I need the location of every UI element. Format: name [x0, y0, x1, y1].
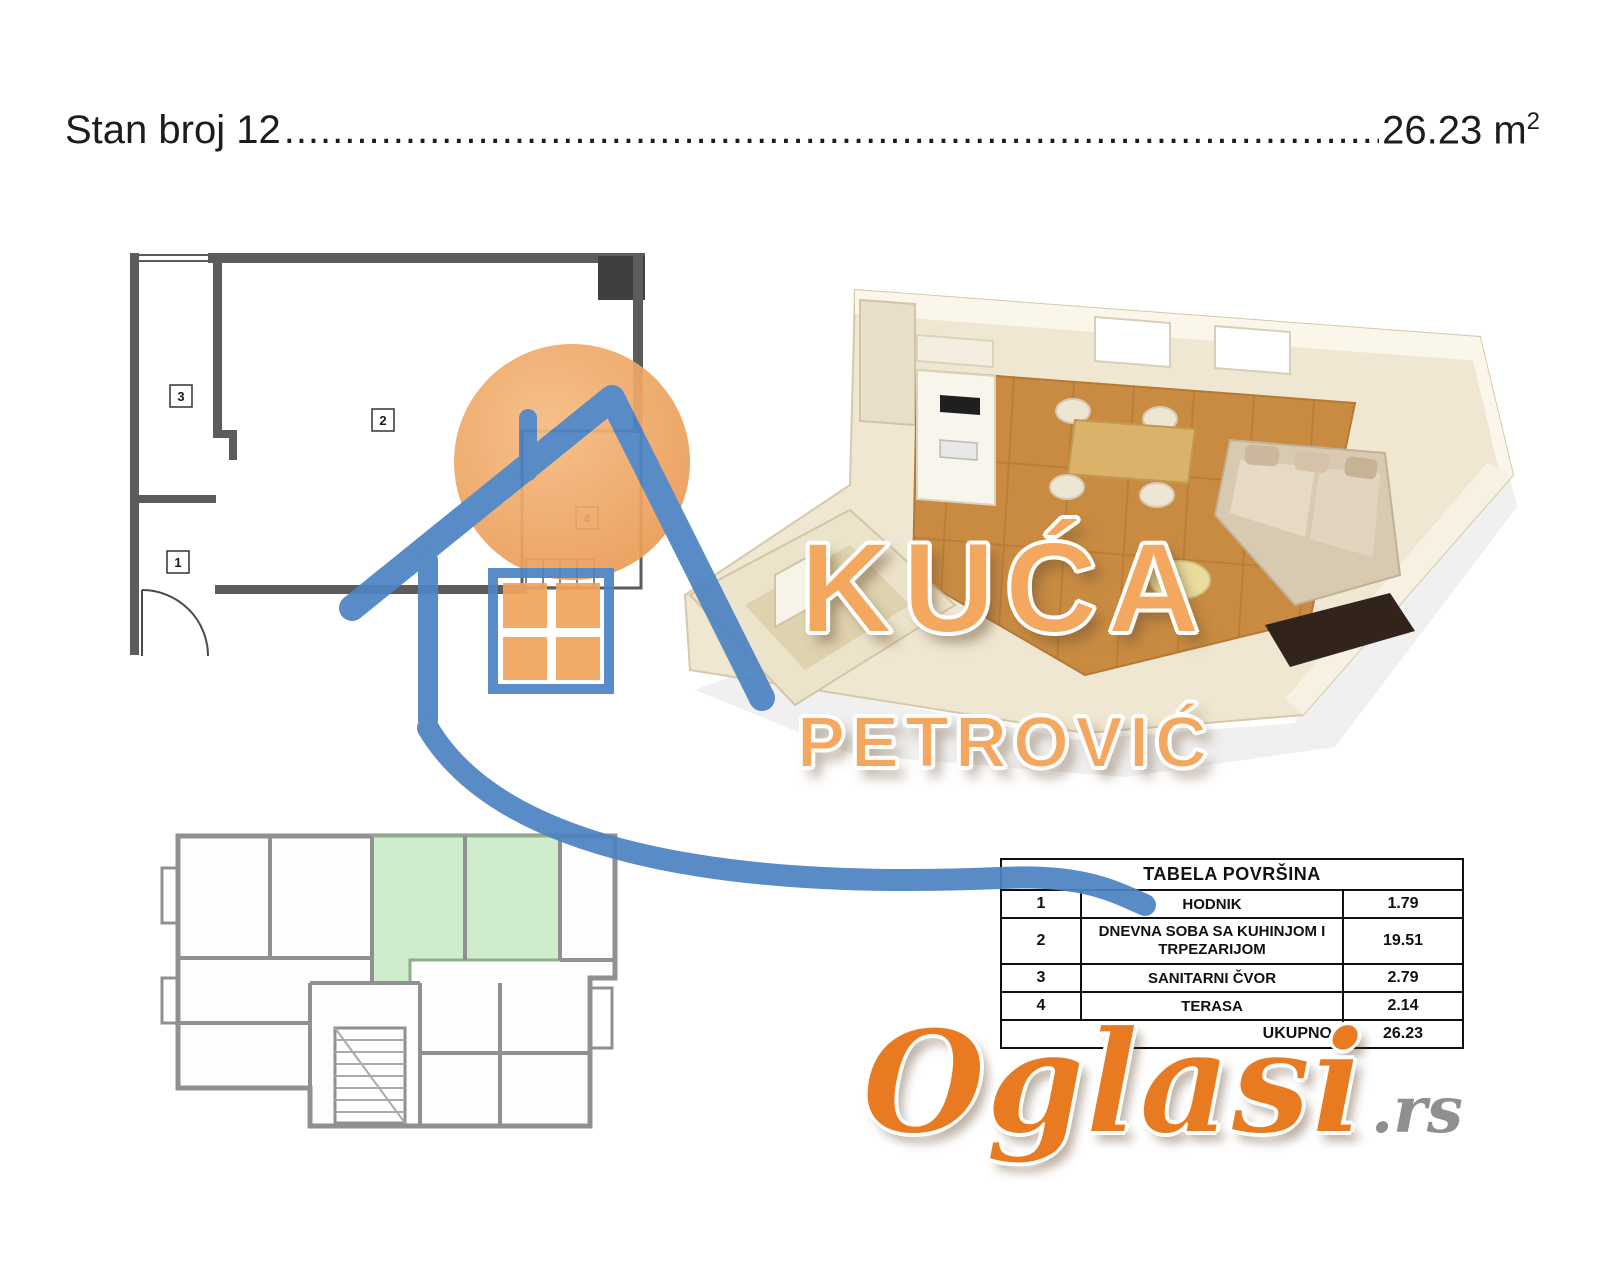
room-2-number: 2: [379, 413, 386, 428]
title-row: Stan broj 12 ...........................…: [65, 108, 1540, 153]
sofa: [1213, 438, 1402, 607]
cooktop: [940, 395, 980, 415]
areas-table-title: TABELA POVRŠINA: [999, 858, 1465, 891]
room-label-sanitarni: 3: [169, 384, 193, 408]
chair: [1049, 474, 1085, 500]
sink: [939, 439, 978, 461]
dining-set: [1049, 398, 1197, 508]
row-num: 3: [1000, 963, 1082, 993]
balconies: [160, 866, 614, 1050]
right-wall-top: [1470, 337, 1513, 480]
row-area: 1.79: [1341, 889, 1465, 919]
table-header-row: TABELA POVRŠINA: [999, 858, 1465, 891]
back-windows: [1094, 315, 1291, 376]
entrance-door: [141, 589, 209, 657]
chair: [1055, 398, 1091, 424]
kitchen: [916, 333, 996, 507]
row-name: TERASA: [1080, 991, 1344, 1021]
room-3-number: 3: [177, 389, 184, 404]
pillow: [1294, 450, 1330, 473]
plan-walls: [130, 253, 645, 655]
row-num: 4: [1000, 991, 1082, 1021]
row-area: 2.14: [1341, 991, 1465, 1021]
leader-dots: ........................................…: [283, 108, 1379, 153]
areas-table: TABELA POVRŠINA 1 HODNIK 1.79 2 DNEVNA S…: [999, 858, 1465, 1049]
row-area: 2.79: [1341, 963, 1465, 993]
row-num: 1: [1000, 889, 1082, 919]
floor-plan-3d-render: [683, 288, 1517, 777]
total-area: 26.23 m2: [1382, 108, 1540, 153]
room-label-hodnik: 1: [166, 550, 190, 574]
row-name: SANITARNI ČVOR: [1080, 963, 1344, 993]
tv-unit: [1265, 593, 1415, 667]
row-area: 19.51: [1341, 917, 1465, 965]
room-label-dnevna: 2: [371, 408, 395, 432]
area-exponent: 2: [1526, 108, 1540, 135]
chair: [1139, 482, 1175, 508]
pillow: [1344, 456, 1378, 480]
oglasi-tld: .rs: [1370, 1073, 1463, 1148]
room-1-number: 1: [174, 555, 181, 570]
room-label-terasa: 4: [575, 506, 599, 530]
row-num: 2: [1000, 917, 1082, 965]
room-4-number: 4: [583, 511, 591, 526]
building-floor-plan: [160, 833, 618, 1129]
stairwell: [333, 1026, 407, 1125]
window-symbol: [138, 254, 210, 262]
table-row: 4 TERASA 2.14: [1000, 991, 1465, 1021]
entry-door: [774, 551, 816, 629]
total-label: UKUPNO: [1000, 1019, 1344, 1049]
table-row: 1 HODNIK 1.79: [1000, 889, 1465, 919]
table-row: 3 SANITARNI ČVOR 2.79: [1000, 963, 1465, 993]
table-row: 2 DNEVNA SOBA SA KUHINJOM I TRPEZARIJOM …: [1000, 917, 1465, 965]
coffee-table: [1149, 560, 1211, 600]
dining-table: [1066, 418, 1197, 485]
area-value: 26.23 m: [1382, 108, 1527, 153]
row-name: HODNIK: [1080, 889, 1344, 919]
table-total-row: UKUPNO 26.23: [1000, 1019, 1465, 1049]
pillow: [1244, 444, 1280, 467]
row-name: DNEVNA SOBA SA KUHINJOM I TRPEZARIJOM: [1080, 917, 1344, 965]
apartment-title: Stan broj 12: [65, 108, 281, 153]
tall-cabinet: [859, 298, 916, 427]
total-area-value: 26.23: [1341, 1019, 1465, 1049]
floor-plan-2d: 3 2 1 4: [130, 253, 645, 657]
terrace-grid: [525, 558, 595, 588]
